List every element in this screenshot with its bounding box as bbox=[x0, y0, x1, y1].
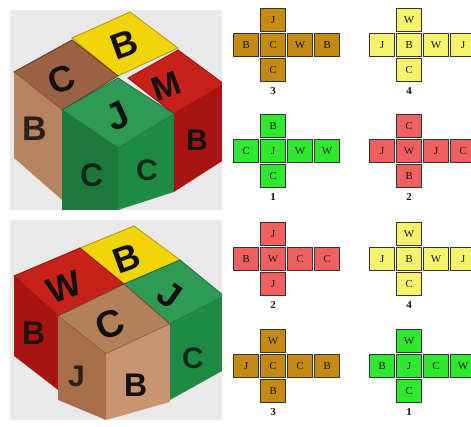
net-label: 4 bbox=[399, 85, 419, 97]
net-label: 4 bbox=[399, 299, 419, 311]
net-label: 2 bbox=[263, 299, 283, 311]
photo-top-bronze-side-letter: B bbox=[22, 110, 47, 148]
net-cell-far: C bbox=[450, 139, 471, 163]
net-cell-center: J bbox=[260, 139, 286, 163]
photo-top-green-front-letter: C bbox=[80, 157, 103, 193]
net-cell-far: W bbox=[314, 139, 340, 163]
photo-bottom-red-side-letter: B bbox=[22, 315, 45, 351]
net-cell-center: B bbox=[396, 33, 422, 57]
photo-blocks-top: B M B C B J C C bbox=[10, 10, 222, 210]
net-cell-top: J bbox=[260, 222, 286, 246]
net-cell-left: J bbox=[233, 354, 259, 378]
photo-top-red-side-letter: B bbox=[186, 124, 208, 157]
net-cell-bottom: C bbox=[260, 164, 286, 188]
net-cell-top: W bbox=[396, 329, 422, 353]
net-cell-bottom: B bbox=[260, 379, 286, 403]
net-cell-bottom: B bbox=[396, 164, 422, 188]
net-cell-center: W bbox=[396, 139, 422, 163]
net-cell-left: B bbox=[233, 247, 259, 271]
net-cell-right: C bbox=[287, 354, 313, 378]
net-cell-center: C bbox=[260, 33, 286, 57]
net-cell-top: J bbox=[260, 8, 286, 32]
net-cell-far: B bbox=[314, 354, 340, 378]
net-cell-top: C bbox=[396, 114, 422, 138]
net-cell-bottom: C bbox=[260, 58, 286, 82]
net-cell-left: B bbox=[369, 354, 395, 378]
net-cell-far: B bbox=[314, 33, 340, 57]
net-cell-right: C bbox=[287, 247, 313, 271]
net-cell-far: J bbox=[450, 33, 471, 57]
photo-blocks-bottom: B W B J C C J B bbox=[10, 220, 222, 420]
net-cell-center: W bbox=[260, 247, 286, 271]
net-cell-top: B bbox=[260, 114, 286, 138]
net-cell-right: W bbox=[287, 139, 313, 163]
net-cell-far: C bbox=[314, 247, 340, 271]
photo-bottom-green-front-letter: C bbox=[182, 342, 204, 375]
net-label: 2 bbox=[399, 191, 419, 203]
net-cell-left: J bbox=[369, 33, 395, 57]
photo-bottom-bronze-front-letter: B bbox=[124, 367, 147, 403]
net-cell-far: W bbox=[450, 354, 471, 378]
net-cell-top: W bbox=[396, 8, 422, 32]
net-cell-right: W bbox=[423, 247, 449, 271]
net-cell-bottom: J bbox=[260, 272, 286, 296]
photo-bottom-bronze-side-letter: J bbox=[68, 360, 85, 393]
net-cell-right: W bbox=[287, 33, 313, 57]
net-cell-bottom: C bbox=[396, 58, 422, 82]
net-cell-far: J bbox=[450, 247, 471, 271]
net-label: 1 bbox=[263, 191, 283, 203]
net-cell-right: C bbox=[423, 354, 449, 378]
net-cell-left: J bbox=[369, 247, 395, 271]
net-cell-left: C bbox=[233, 139, 259, 163]
net-cell-center: J bbox=[396, 354, 422, 378]
net-cell-top: W bbox=[260, 329, 286, 353]
net-cell-right: J bbox=[423, 139, 449, 163]
net-cell-center: C bbox=[260, 354, 286, 378]
net-label: 3 bbox=[263, 406, 283, 418]
net-cell-bottom: C bbox=[396, 272, 422, 296]
net-cell-bottom: C bbox=[396, 379, 422, 403]
net-label: 1 bbox=[399, 406, 419, 418]
net-cell-center: B bbox=[396, 247, 422, 271]
net-label: 3 bbox=[263, 85, 283, 97]
net-cell-left: B bbox=[233, 33, 259, 57]
net-cell-left: J bbox=[369, 139, 395, 163]
net-cell-top: W bbox=[396, 222, 422, 246]
svg-text:C: C bbox=[136, 154, 158, 187]
net-cell-right: W bbox=[423, 33, 449, 57]
